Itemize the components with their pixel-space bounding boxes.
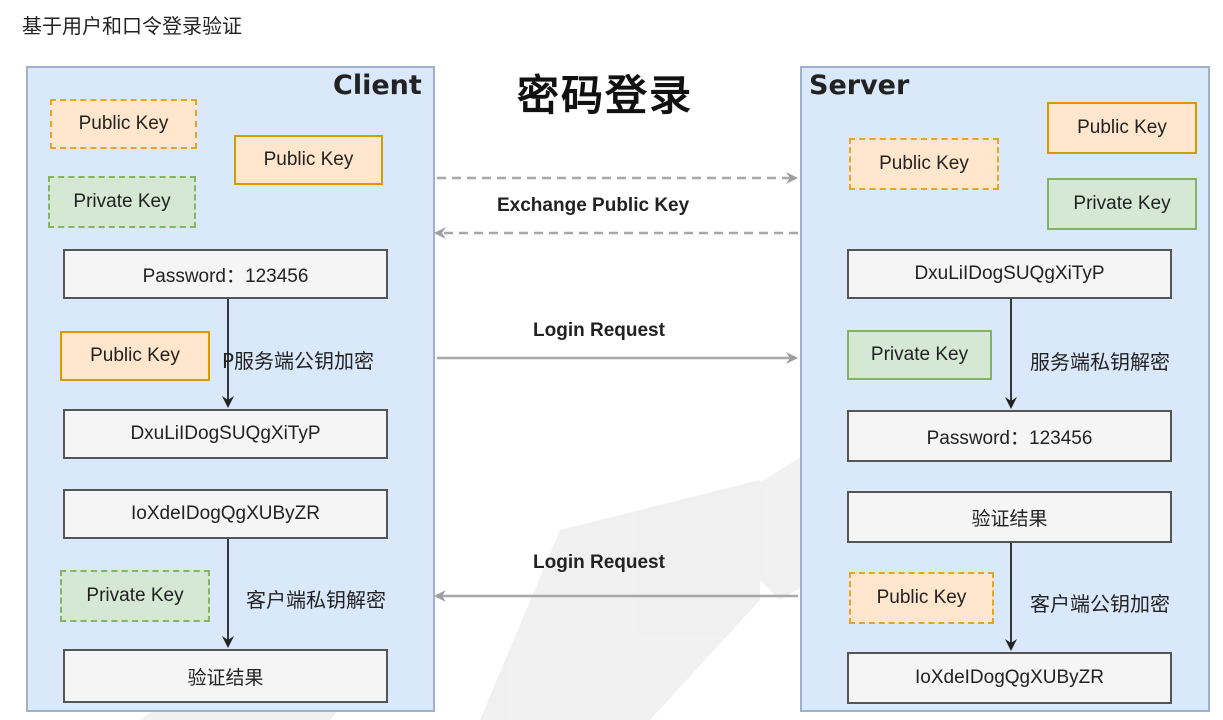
server-decrypt-private-key: Private Key bbox=[847, 330, 992, 380]
client-label: Client bbox=[330, 70, 425, 102]
server-public-key-solid: Public Key bbox=[1047, 102, 1197, 154]
client-decrypt-label: 客户端私钥解密 bbox=[246, 588, 386, 612]
login-response-label: Login Request bbox=[533, 552, 665, 573]
server-public-key-dashed: Public Key bbox=[849, 138, 999, 190]
login-request-label: Login Request bbox=[533, 320, 665, 341]
exchange-public-key-label: Exchange Public Key bbox=[497, 195, 690, 216]
server-label: Server bbox=[806, 70, 913, 102]
server-encrypt-label: 客户端公钥加密 bbox=[1030, 592, 1170, 616]
client-password-box: Password：123456 bbox=[63, 249, 388, 299]
server-password-box: Password：123456 bbox=[847, 410, 1172, 462]
client-response-cipher-box: IoXdeIDogQgXUByZR bbox=[63, 489, 388, 539]
server-result-box: 验证结果 bbox=[847, 491, 1172, 543]
diagram-title: 密码登录 bbox=[517, 71, 694, 120]
page-heading: 基于用户和口令登录验证 bbox=[22, 14, 242, 38]
client-result-box: 验证结果 bbox=[63, 649, 388, 703]
client-public-key-dashed: Public Key bbox=[50, 99, 197, 149]
client-cipher-box: DxuLiIDogSUQgXiTyP bbox=[63, 409, 388, 459]
client-decrypt-private-key: Private Key bbox=[60, 570, 210, 622]
server-cipher-box: DxuLiIDogSUQgXiTyP bbox=[847, 249, 1172, 299]
client-encrypt-label: P服务端公钥加密 bbox=[222, 349, 375, 373]
client-private-key-dashed: Private Key bbox=[48, 176, 196, 228]
server-encrypt-public-key: Public Key bbox=[849, 572, 994, 624]
server-response-cipher-box: IoXdeIDogQgXUByZR bbox=[847, 652, 1172, 704]
client-public-key-solid: Public Key bbox=[234, 135, 383, 185]
server-private-key-solid: Private Key bbox=[1047, 178, 1197, 230]
client-encrypt-public-key: Public Key bbox=[60, 331, 210, 381]
server-decrypt-label: 服务端私钥解密 bbox=[1030, 350, 1170, 374]
